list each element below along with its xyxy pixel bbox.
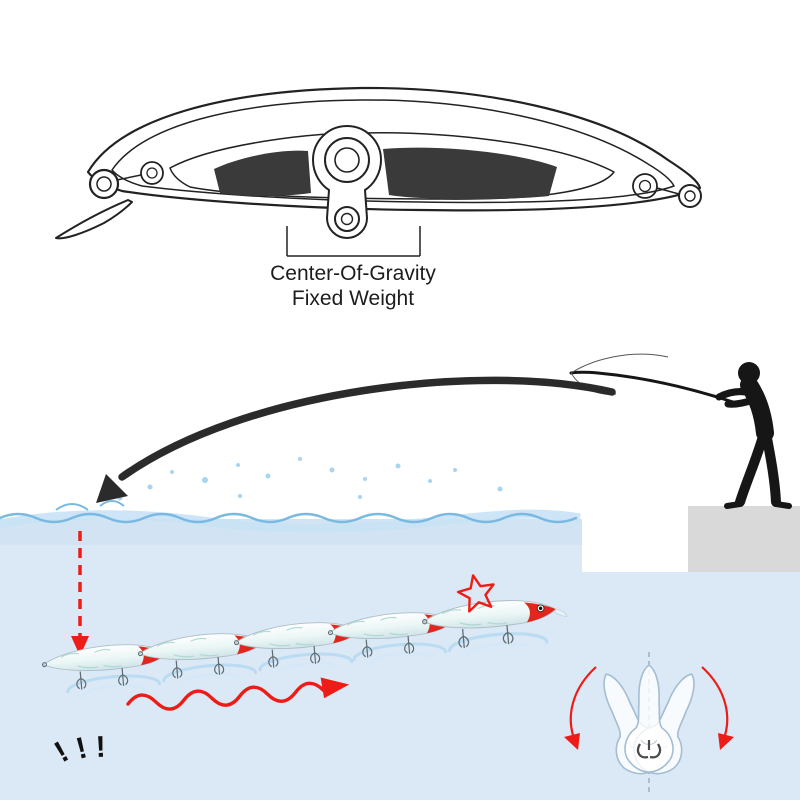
belly-eyelet-outer [334, 206, 360, 232]
wobble-arrows [564, 666, 734, 750]
body-outline-inner [111, 99, 675, 204]
swim-wave-arrow [126, 677, 350, 711]
hanger-ring-outer [324, 137, 370, 183]
fixed-weight-right [383, 147, 557, 200]
fisherman-feet [724, 501, 792, 509]
tail-eyelet-inner [684, 190, 696, 202]
fisherman-silhouette [715, 362, 792, 509]
fishing-rod [569, 370, 735, 404]
tail-joint-outer [632, 173, 658, 199]
wobble-action-diagram [564, 652, 734, 795]
strike-star [456, 574, 495, 613]
nose-joint-outer [140, 161, 164, 185]
nose-link [116, 174, 142, 181]
swim-arrow-shaft [126, 681, 326, 711]
tail-link [656, 187, 680, 195]
cog-label-leaders [286, 226, 421, 257]
fisherman-legs [735, 428, 781, 507]
nose-eyelet-inner [96, 176, 112, 192]
wobble-arrow-left-head [564, 733, 580, 750]
nose-joint-inner [146, 167, 158, 179]
hanger-ring-inner [334, 147, 360, 173]
fisherman-arms [715, 388, 757, 408]
cast-arrow-shaft [118, 376, 616, 481]
exclamation-mark: ! [95, 731, 106, 764]
tail-eyelet-outer [678, 184, 702, 208]
front-hooks [636, 740, 662, 759]
diving-lip [55, 199, 133, 240]
cast-arrow-head [96, 474, 128, 503]
sink-arrow [71, 531, 89, 656]
tail-joint-inner [638, 179, 652, 193]
cast-trajectory-arrow [96, 376, 616, 503]
wave-line [0, 512, 578, 524]
lure-cross-section-diagram [55, 86, 702, 240]
sink-arrow-head [71, 636, 89, 656]
wobble-arrow-right-head [718, 733, 734, 750]
fixed-weight-left [214, 150, 311, 196]
splash-droplets [117, 457, 503, 501]
swim-arrow-head [320, 677, 350, 699]
belly-eyelet-inner [340, 212, 354, 226]
wobble-arrow-right [701, 666, 729, 742]
cog-label-line2: Fixed Weight [292, 287, 414, 310]
splash-arcs [55, 500, 125, 511]
nose-eyelet-outer [88, 168, 120, 200]
pier-platform [688, 506, 800, 572]
wobble-arrow-left [569, 666, 597, 742]
cog-label-line1: Center-Of-Gravity [270, 262, 436, 285]
